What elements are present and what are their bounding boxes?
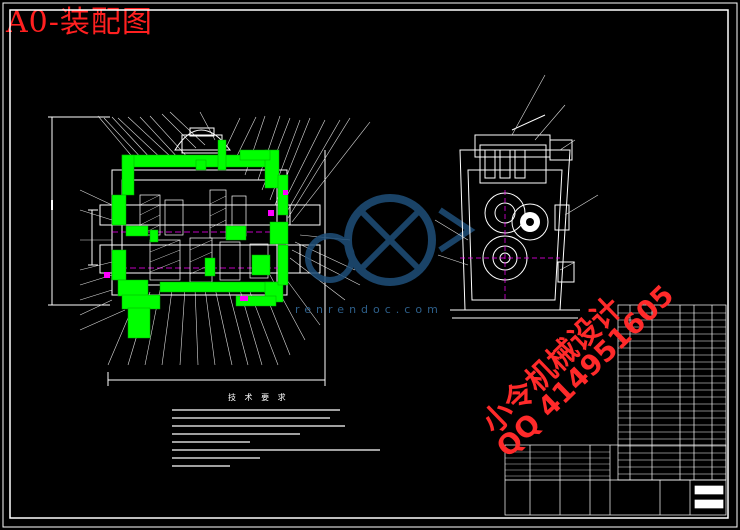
technical-requirements-lines xyxy=(172,409,380,467)
side-view-internals xyxy=(484,149,540,232)
title-block xyxy=(504,444,727,516)
main-section-view xyxy=(48,111,371,386)
parts-list-rows xyxy=(618,312,726,475)
watermark-site-text: renrendoc.com xyxy=(295,303,443,316)
watermark-logo xyxy=(305,194,476,286)
requirements-heading: 技 术 要 求 xyxy=(228,393,289,402)
title-block-rows xyxy=(505,451,610,477)
inner-frame xyxy=(9,9,729,519)
side-view xyxy=(434,74,599,319)
magenta-markers xyxy=(104,190,288,301)
drawing-title: A0-装配图 xyxy=(6,5,153,40)
